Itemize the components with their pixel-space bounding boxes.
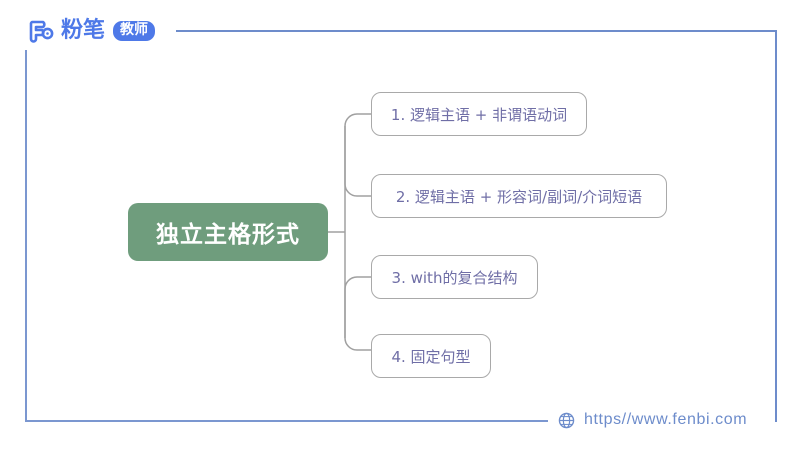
globe-icon — [558, 412, 575, 428]
frame-border-left — [25, 50, 27, 422]
mindmap-branch-1[interactable]: 1. 逻辑主语 + 非谓语动词 — [371, 92, 587, 136]
brand-name: 粉笔 — [61, 18, 106, 43]
mindmap-branch-2[interactable]: 2. 逻辑主语 + 形容词/副词/介词短语 — [371, 174, 667, 218]
frame-border-right — [775, 30, 777, 422]
mindmap-root-label: 独立主格形式 — [156, 222, 300, 248]
fb-logo-icon — [29, 20, 54, 43]
mindmap-branch-3[interactable]: 3. with的复合结构 — [371, 255, 538, 299]
mindmap-branch-1-label: 1. 逻辑主语 + 非谓语动词 — [390, 105, 568, 124]
mindmap-branch-3-label: 3. with的复合结构 — [391, 268, 518, 287]
mindmap-branch-4[interactable]: 4. 固定句型 — [371, 334, 491, 378]
frame-border-bottom — [25, 420, 548, 422]
footer-url[interactable]: https//www.fenbi.com — [558, 409, 747, 431]
mindmap-branch-2-label: 2. 逻辑主语 + 形容词/副词/介词短语 — [395, 187, 643, 206]
brand-logo: 粉笔 教师 — [28, 16, 156, 46]
mindmap-branch-4-label: 4. 固定句型 — [391, 347, 471, 366]
frame-border-top — [176, 30, 777, 32]
footer-url-text: https//www.fenbi.com — [584, 411, 748, 428]
mindmap-root-node[interactable]: 独立主格形式 — [128, 203, 328, 261]
brand-badge: 教师 — [113, 21, 156, 41]
